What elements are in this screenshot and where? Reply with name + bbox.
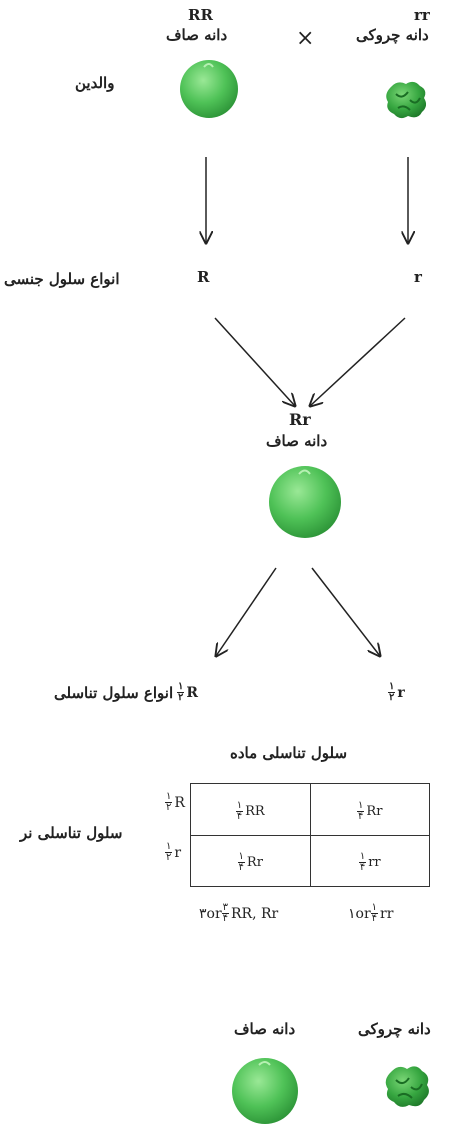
f1-gamete-left-num: ۱ bbox=[177, 681, 185, 693]
f1-genotype: Rr bbox=[289, 410, 311, 429]
cell-genotype: RR bbox=[245, 803, 265, 819]
arrow-diverge-left bbox=[216, 567, 277, 656]
f1-gamete-right-num: ۱ bbox=[388, 681, 396, 693]
row-header-R-allele: R bbox=[174, 794, 185, 811]
ratio-dominant-genotypes: RR, Rr bbox=[231, 905, 279, 922]
row-header-r-den: ۲ bbox=[166, 852, 172, 863]
f1-smooth-pea-icon bbox=[269, 466, 341, 538]
cell-den: ۴ bbox=[358, 810, 364, 822]
parent-left-label: دانه صاف bbox=[166, 26, 228, 44]
diverging-arrows bbox=[200, 567, 400, 665]
ratio-recessive-num: ۱ bbox=[370, 902, 379, 914]
row-header-r-num: ۱ bbox=[165, 841, 173, 853]
cell-num: ۱ bbox=[358, 851, 367, 864]
f1-label: دانه صاف bbox=[266, 432, 328, 450]
row-header-r-allele: r bbox=[174, 844, 182, 861]
arrow-left-parent bbox=[196, 157, 216, 250]
f1-gamete-left-allele: R bbox=[186, 684, 199, 701]
parent-right-genotype: rr bbox=[414, 6, 430, 24]
male-gamete-label: سلول تناسلی نر bbox=[20, 824, 123, 842]
arrow-right-parent bbox=[398, 157, 418, 250]
gametes-row-label: انواع سلول جنسی bbox=[4, 270, 120, 288]
phenotype-wrinkled-pea-icon bbox=[385, 1066, 429, 1107]
ratio-dominant-den: ۴ bbox=[222, 913, 229, 924]
ratio-recessive-genotype: rr bbox=[380, 905, 394, 922]
gamete-left: R bbox=[197, 268, 210, 286]
converging-arrows bbox=[214, 317, 406, 415]
row-header-R-den: ۲ bbox=[166, 802, 172, 813]
cell-den: ۴ bbox=[238, 862, 244, 874]
ratio-recessive-den: ۴ bbox=[371, 913, 378, 924]
arrow-converge-right bbox=[310, 317, 406, 406]
wrinkled-pea-icon bbox=[386, 81, 427, 119]
parent-right-label: دانه چروکی bbox=[356, 26, 429, 44]
cell-den: ۴ bbox=[236, 810, 243, 822]
cell-genotype: Rr bbox=[366, 803, 383, 819]
row-header-R-num: ۱ bbox=[165, 791, 173, 803]
phenotype-smooth-label: دانه صاف bbox=[234, 1020, 296, 1038]
female-gamete-label: سلول تناسلی ماده bbox=[230, 744, 348, 762]
parents-row-label: والدین bbox=[75, 74, 115, 92]
parent-left-genotype: RR bbox=[188, 6, 213, 24]
phenotype-wrinkled-label: دانه چروکی bbox=[358, 1020, 431, 1038]
f1-gamete-left-den: ۲ bbox=[178, 692, 184, 703]
arrow-converge-left bbox=[214, 317, 295, 406]
cell-num: ۱ bbox=[357, 799, 365, 812]
gamete-right: r bbox=[414, 268, 422, 286]
cell-genotype: rr bbox=[368, 855, 381, 871]
cell-num: ۱ bbox=[237, 851, 245, 864]
ratio-dominant-prefix: ۳or bbox=[199, 905, 222, 922]
ratio-dominant-num: ۳ bbox=[221, 902, 230, 914]
cell-genotype: Rr bbox=[246, 855, 263, 871]
cell-den: ۴ bbox=[359, 862, 366, 874]
f1-gamete-right-den: ۲ bbox=[389, 692, 395, 703]
f1-gamete-right-allele: r bbox=[397, 684, 405, 701]
cell-num: ۱ bbox=[235, 799, 244, 812]
phenotype-smooth-pea-icon bbox=[232, 1058, 298, 1124]
ratio-recessive-prefix: ۱or bbox=[348, 905, 371, 922]
smooth-pea-icon bbox=[180, 60, 238, 118]
cross-symbol: × bbox=[296, 26, 315, 51]
f1-gametes-row-label: انواع سلول تناسلی bbox=[54, 684, 174, 702]
arrow-diverge-right bbox=[311, 567, 380, 656]
